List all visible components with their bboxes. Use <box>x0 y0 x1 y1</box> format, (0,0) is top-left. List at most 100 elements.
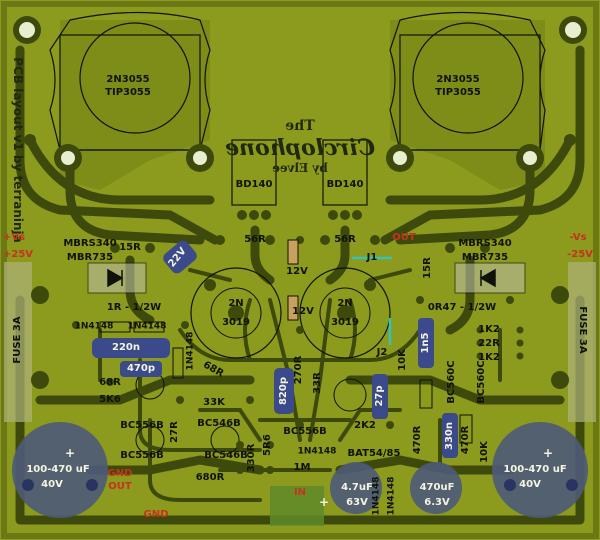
cap-big-right-voltage: 40V <box>519 479 541 490</box>
schottky-right-a: MBRS340 <box>458 238 512 249</box>
ge-right-a: 2N <box>337 298 353 309</box>
r68: 68R <box>99 377 121 388</box>
fuse-holders <box>4 262 596 422</box>
cap-220n: 220n <box>112 342 140 353</box>
cap-820p: 820p <box>278 376 289 406</box>
jumper-j2: J2 <box>376 347 388 358</box>
diode-1n4148-1: 1N4148 <box>74 321 114 332</box>
germanium-outlines <box>190 267 391 359</box>
ge-left-a: 2N <box>228 298 244 309</box>
zener-1: 12V <box>286 266 308 277</box>
cap-470p: 470p <box>126 363 156 374</box>
cap-big-right-value: 100-470 uF <box>503 464 567 475</box>
r470: 470R <box>412 425 423 455</box>
rail-pos-v: +25V <box>2 249 34 260</box>
r10k: 10K <box>397 349 408 371</box>
axial-components <box>99 321 473 444</box>
bc556b-2: BC556B <box>120 450 164 461</box>
r1m: 1M <box>293 462 311 473</box>
jumper-j1: J1 <box>366 252 378 263</box>
gnd-out-out: OUT <box>108 481 132 492</box>
to92-outlines <box>135 370 367 455</box>
bat54: BAT54/85 <box>347 448 401 459</box>
input-connector <box>270 486 324 526</box>
side-note: PCB layout v1 by terraninja <box>11 57 25 243</box>
cap-big-left-voltage: 40V <box>41 479 63 490</box>
bc560c-a: BC560C <box>446 360 457 404</box>
diode-1n4148-4: 1N4148 <box>297 446 337 457</box>
power-transistor-left-a: 2N3055 <box>106 74 150 85</box>
power-traces <box>15 45 585 525</box>
r33k: 33K <box>203 397 225 408</box>
zener-2: 12V <box>292 306 314 317</box>
schottky-left-b: MBR735 <box>66 252 114 263</box>
cap-27p: 27p <box>374 385 385 407</box>
out-top: OUT <box>392 232 416 243</box>
fuse-left: FUSE 3A <box>12 316 23 364</box>
r330: 330R <box>246 443 257 473</box>
r22: 22R <box>478 338 500 349</box>
schottky-diodes <box>87 262 526 294</box>
th-pads <box>72 235 524 474</box>
bd140-pads <box>237 210 362 220</box>
big-capacitors <box>12 422 588 518</box>
rail-neg-v: -25V <box>567 249 593 260</box>
r1k2-a: 1K2 <box>478 324 500 335</box>
schottky-right-b: MBR735 <box>461 252 509 263</box>
r1r: 1R - 1/2W <box>106 302 162 313</box>
bc556b-3: BC556B <box>283 426 327 437</box>
gnd-bottom: GND <box>143 509 169 520</box>
to3-outlines <box>49 11 546 151</box>
rail-neg: -Vs <box>569 232 587 243</box>
r680: 680R <box>195 472 225 483</box>
r2k2: 2K2 <box>354 420 376 431</box>
cap-330n: 330n <box>444 422 455 450</box>
title-circlophone: Circlophone <box>225 135 375 161</box>
r1k2-b: 1K2 <box>478 352 500 363</box>
rail-pos: +Vs <box>2 232 26 243</box>
diode-1n4148-3: 1N4148 <box>185 331 196 371</box>
cap-mid-value: 4.7uF <box>341 482 373 493</box>
copper-pour-right <box>390 20 545 190</box>
power-transistor-right-a: 2N3055 <box>436 74 480 85</box>
r33: 33R <box>312 372 323 394</box>
smd-pads <box>92 240 458 458</box>
bc546b-1: BC546B <box>197 418 241 429</box>
power-transistor-right-b: TIP3055 <box>435 87 481 98</box>
gnd-out-gnd: GND <box>107 468 133 479</box>
r5k6: 5K6 <box>99 394 121 405</box>
ge-right-b: 3019 <box>331 317 359 328</box>
r10k-2: 10K <box>479 441 490 463</box>
r0r47: 0R47 - 1/2W <box>427 302 497 313</box>
r15-right: 15R <box>422 257 433 279</box>
diode-1n4148-5: 1N4148 <box>386 476 397 516</box>
bd140-outlines <box>231 139 368 206</box>
input-plus: + <box>318 495 330 509</box>
diode-1n4148-6: 1N4148 <box>371 476 382 516</box>
cap-mid-voltage: 63V <box>346 497 368 508</box>
to3-holes <box>13 16 587 172</box>
driver-right: BD140 <box>326 179 364 190</box>
driver-left: BD140 <box>235 179 273 190</box>
r15-left: 15R <box>119 242 141 253</box>
cap-right-plus: + <box>542 446 554 460</box>
jumper-wires <box>352 256 392 345</box>
diode-1n4148-2: 1N4148 <box>127 321 167 332</box>
bc556b-1: BC556B <box>120 420 164 431</box>
bc546b-2: BC546B <box>204 450 248 461</box>
cap-out-voltage: 6.3V <box>424 497 450 508</box>
cap-left-plus: + <box>64 446 76 460</box>
r470-b: 470R <box>460 425 471 455</box>
power-transistor-left-b: TIP3055 <box>105 87 151 98</box>
cap-big-left-value: 100-470 uF <box>26 464 90 475</box>
schottky-left-a: MBRS340 <box>63 238 117 249</box>
title-the: The <box>285 118 315 134</box>
bc560c-b: BC560C <box>476 360 487 404</box>
r270: 270R <box>293 355 304 385</box>
copper-pour-left <box>60 20 210 190</box>
title-by-elvee: by Elvee <box>272 161 328 175</box>
r56-left: 56R <box>244 234 266 245</box>
cap-1n5: 1n5 <box>420 332 431 354</box>
